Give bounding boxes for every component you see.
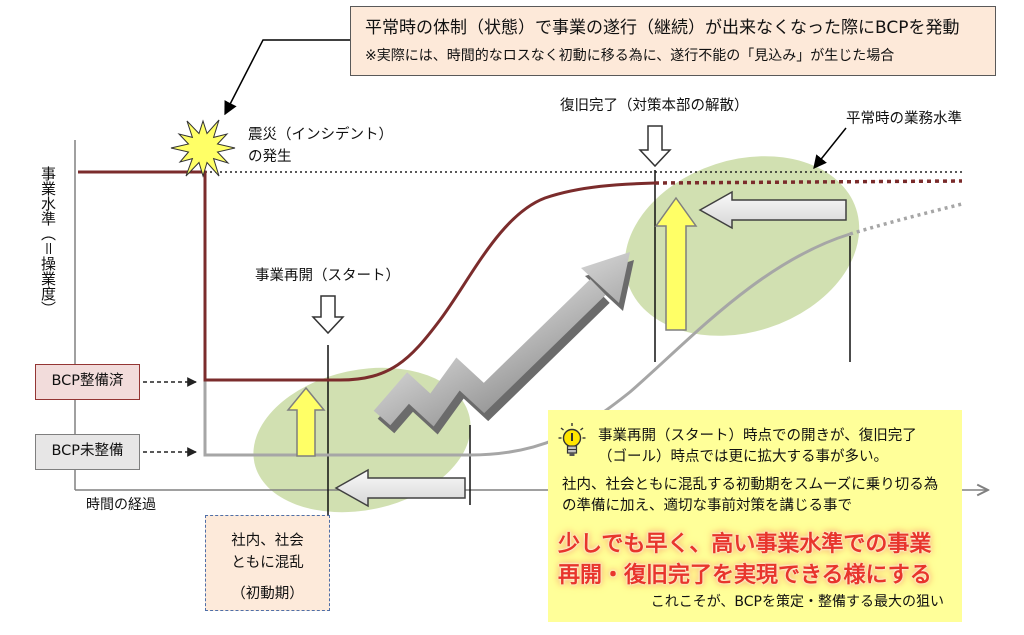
recovery-label: 復旧完了（対策本部の解散） bbox=[560, 98, 749, 114]
incident-label: 震災（インシデント） の発生 bbox=[248, 124, 393, 168]
callout-line-2: ※実際には、時間的なロスなく初動に移る為に、遂行不能の「見込み」が生じた場合 bbox=[365, 48, 895, 64]
message-point-line-1: 事業再開（スタート）時点での開きが、復旧完了 bbox=[598, 428, 917, 444]
initial-phase-box: 社内、社会 ともに混乱 （初動期） bbox=[205, 515, 330, 611]
lightbulb-icon bbox=[558, 423, 586, 456]
initial-phase-line-2: ともに混乱 bbox=[231, 555, 304, 571]
message-headline-line-1: 少しでも早く、高い事業水準での事業 bbox=[558, 532, 932, 557]
recovery-down-arrow-icon bbox=[638, 125, 672, 168]
message-body-line-2: の準備に加え、適切な事前対策を講じる事で bbox=[562, 498, 852, 514]
message-point-line-2: （ゴール）時点では更に拡大する事が多い。 bbox=[598, 449, 888, 465]
y-axis-label: 事業水準（＝操業度） bbox=[39, 166, 57, 317]
unprepared-curve bbox=[203, 232, 851, 457]
restart-time-gap-arrow-icon bbox=[334, 468, 466, 508]
restart-down-arrow-icon bbox=[311, 295, 345, 335]
normal-level-pointer-arrow bbox=[813, 127, 847, 170]
restart-gap-up-arrow-icon bbox=[286, 386, 326, 457]
bcp-trigger-callout: 平常時の体制（状態）で事業の遂行（継続）が出来なくなった際にBCPを発動 ※実際… bbox=[350, 6, 996, 76]
normal-level-label: 平常時の業務水準 bbox=[846, 111, 962, 127]
recovery-gap-highlight bbox=[624, 156, 860, 336]
message-conclusion: これこそが、BCPを策定・整備する最大の狙い bbox=[650, 594, 944, 610]
growth-arrow-icon bbox=[373, 252, 634, 435]
callout-line-1: 平常時の体制（状態）で事業の遂行（継続）が出来なくなった際にBCPを発動 bbox=[365, 18, 960, 38]
message-headline-line-2: 再開・復旧完了を実現できる様にする bbox=[558, 563, 932, 588]
restart-label: 事業再開（スタート） bbox=[255, 268, 400, 284]
initial-phase-line-3: （初動期） bbox=[231, 586, 304, 602]
legend-bcp-prepared: BCP整備済 bbox=[35, 364, 140, 400]
key-message-box: 事業再開（スタート）時点での開きが、復旧完了 （ゴール）時点では更に拡大する事が… bbox=[548, 410, 962, 622]
x-axis-label: 時間の経過 bbox=[86, 497, 156, 513]
prepared-curve-projection bbox=[654, 179, 963, 185]
recovery-time-gap-arrow-icon bbox=[698, 190, 847, 230]
prepared-curve bbox=[78, 170, 656, 382]
explosion-icon bbox=[170, 119, 236, 178]
recovery-gap-up-arrow-icon bbox=[654, 196, 698, 331]
growth-arrow-body bbox=[373, 279, 606, 427]
incident-label-line-2: の発生 bbox=[248, 149, 292, 165]
callout-pointer-arrow bbox=[224, 39, 350, 116]
initial-phase-line-1: 社内、社会 bbox=[231, 533, 304, 549]
legend-bcp-unprepared: BCP未整備 bbox=[35, 434, 140, 470]
unprepared-curve-projection bbox=[849, 202, 963, 236]
message-body-line-1: 社内、社会ともに混乱する初動期をスムーズに乗り切る為 bbox=[562, 477, 939, 493]
incident-label-line-1: 震災（インシデント） bbox=[248, 127, 393, 143]
growth-arrow-head bbox=[581, 252, 630, 303]
